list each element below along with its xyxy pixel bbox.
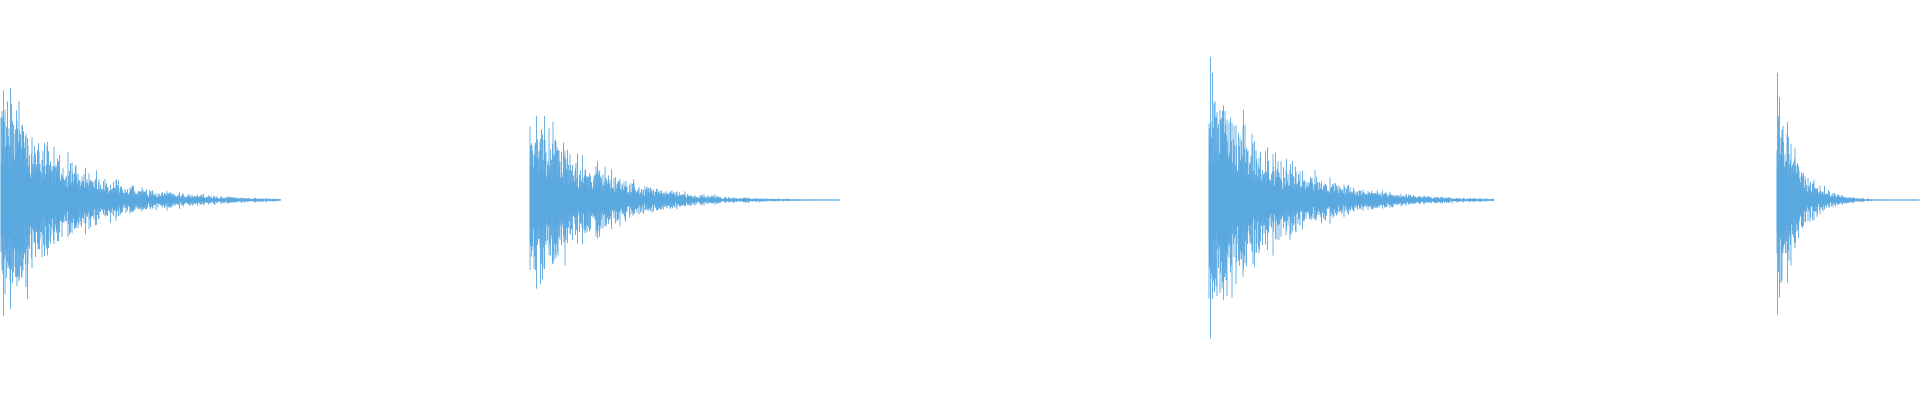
waveform-core	[1776, 160, 1856, 240]
waveform-core	[529, 164, 701, 236]
waveform-event-3	[1208, 56, 1494, 339]
waveform-event-4	[1776, 72, 1920, 316]
waveform-event-1	[0, 87, 281, 317]
waveform-event-2	[529, 115, 840, 289]
waveform-core	[1208, 159, 1366, 241]
waveform-core	[0, 163, 155, 237]
waveform-events	[0, 56, 1920, 339]
